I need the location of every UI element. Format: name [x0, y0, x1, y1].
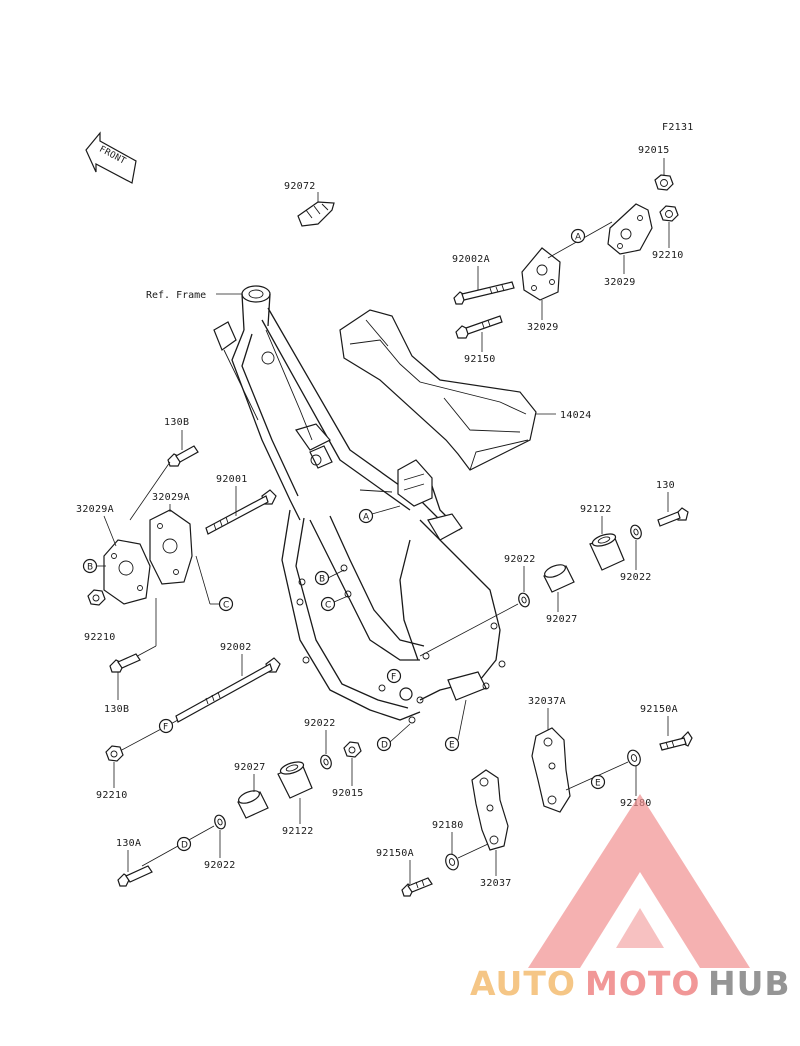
part-14024-skid-plate — [339, 309, 537, 471]
label-92150: 92150 — [464, 354, 496, 365]
svg-text:F: F — [391, 673, 396, 683]
ref-e-right: E — [590, 774, 606, 790]
frame-ref-a: A — [358, 505, 401, 524]
frame-ref-b: B — [314, 569, 345, 586]
part-92022-washer-mid — [518, 592, 530, 608]
watermark-auto: AUTO — [470, 964, 576, 1003]
svg-text:A: A — [363, 513, 370, 523]
frame-ref-f2 — [399, 687, 413, 701]
part-92002-bolt — [175, 657, 281, 723]
frame-ref-f: F — [386, 668, 402, 684]
label-92210-top: 92210 — [652, 250, 684, 261]
ref-d-low: D — [176, 836, 192, 852]
label-130: 130 — [656, 480, 675, 491]
frame-ref-c: C — [320, 595, 349, 612]
part-32029A-bracket-right — [149, 509, 193, 585]
part-32029A-bracket-left — [103, 539, 151, 605]
label-92150A-right: 92150A — [640, 704, 678, 715]
part-130-bolt — [657, 507, 689, 527]
label-92210-bottom: 92210 — [96, 790, 128, 801]
label-32029A-right: 32029A — [152, 492, 190, 503]
part-32029-bracket-right — [607, 203, 653, 255]
part-92027-collar-right — [543, 564, 575, 593]
part-92001-bolt — [205, 489, 277, 535]
motorcycle-frame — [213, 285, 506, 724]
part-92150-bolt — [455, 315, 503, 339]
label-92122-low: 92122 — [282, 826, 314, 837]
part-32037A-plate — [531, 727, 571, 813]
label-32029-right: 32029 — [604, 277, 636, 288]
part-92180-washer-low — [445, 853, 459, 871]
svg-text:C: C — [223, 601, 229, 611]
part-32037-plate — [471, 769, 509, 851]
part-92022-washer-bottom — [214, 814, 226, 830]
label-92022-right: 92022 — [620, 572, 652, 583]
label-92015-top: 92015 — [638, 145, 670, 156]
watermark-moto: MOTO — [585, 964, 700, 1003]
part-92122-bushing-low — [277, 761, 313, 799]
svg-text:D: D — [381, 741, 388, 751]
label-92022-mid: 92022 — [504, 554, 536, 565]
part-92022-washer-low — [320, 754, 332, 770]
part-92002A-bolt — [453, 281, 515, 305]
label-32037A: 32037A — [528, 696, 566, 707]
part-92122-bushing-right — [589, 533, 625, 571]
part-92072-clip — [297, 192, 335, 227]
ref-circle-a-top — [570, 228, 586, 244]
label-92002: 92002 — [220, 642, 252, 653]
ref-a-top: A — [575, 233, 582, 243]
automotohub-watermark-logo: AUTO MOTO HUB — [470, 794, 791, 1003]
label-32029A-left: 32029A — [76, 504, 114, 515]
svg-text:C: C — [325, 601, 331, 611]
ref-frame-label: Ref. Frame — [146, 290, 206, 301]
label-92022-low: 92022 — [304, 718, 336, 729]
part-130B-bolt-bottom — [109, 653, 141, 673]
part-92180-washer-right — [627, 749, 641, 767]
label-92001: 92001 — [216, 474, 248, 485]
part-92015-nut-low — [343, 741, 362, 758]
label-92002A: 92002A — [452, 254, 490, 265]
label-14024: 14024 — [560, 410, 592, 421]
label-130B-bottom: 130B — [104, 704, 129, 715]
label-92027-low: 92027 — [234, 762, 266, 773]
label-32029-mid: 32029 — [527, 322, 559, 333]
part-32029-bracket-mid — [521, 247, 561, 301]
frame-ref-d: D — [376, 723, 411, 752]
svg-text:B: B — [87, 563, 93, 573]
part-92210-nut-left — [87, 589, 106, 606]
label-92122-right: 92122 — [580, 504, 612, 515]
label-92072: 92072 — [284, 181, 316, 192]
figure-code: F2131 — [662, 122, 694, 133]
ref-c-left: C — [195, 555, 234, 612]
part-92022-washer-right — [630, 524, 642, 540]
svg-text:F: F — [163, 723, 168, 733]
label-130B-top: 130B — [164, 417, 189, 428]
part-92150A-bolt-low — [401, 877, 433, 897]
label-130A: 130A — [116, 838, 141, 849]
label-92022-bottom: 92022 — [204, 860, 236, 871]
label-92210-left: 92210 — [84, 632, 116, 643]
svg-text:B: B — [319, 575, 325, 585]
part-92015-nut-top — [654, 174, 674, 191]
watermark-hub: HUB — [708, 964, 791, 1003]
label-92015-low: 92015 — [332, 788, 364, 799]
part-92210-nut-bottom — [105, 745, 124, 762]
svg-text:E: E — [449, 741, 455, 751]
label-92150A-low: 92150A — [376, 848, 414, 859]
label-92180-low: 92180 — [432, 820, 464, 831]
ref-b-left: B — [82, 558, 106, 574]
label-92027-right: 92027 — [546, 614, 578, 625]
label-32037: 32037 — [480, 878, 512, 889]
part-92150A-bolt-right — [659, 731, 693, 751]
frame-ref-e: E — [444, 699, 467, 752]
svg-text:E: E — [595, 779, 601, 789]
ref-f-left: F — [158, 718, 174, 734]
front-arrow-icon: FRONT — [85, 131, 137, 184]
part-130A-bolt — [117, 865, 153, 887]
part-92027-collar-low — [237, 790, 269, 819]
part-92210-nut-top — [659, 205, 679, 222]
part-130B-bolt-top — [167, 445, 199, 467]
svg-text:D: D — [181, 841, 188, 851]
